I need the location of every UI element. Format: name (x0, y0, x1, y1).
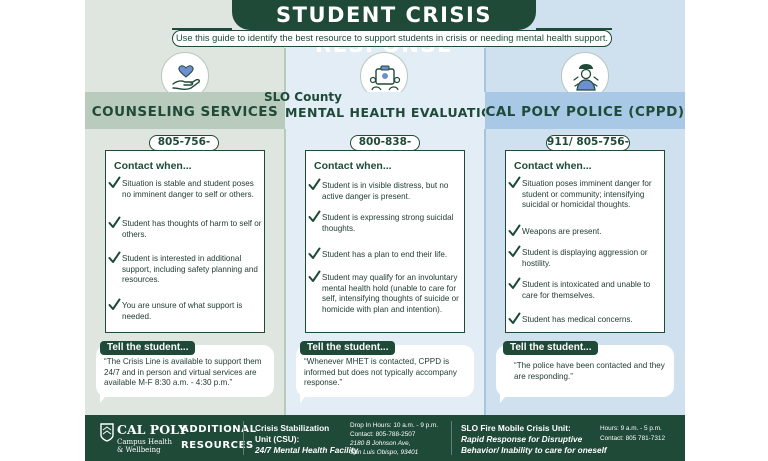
mhet-title-band: SLO County MENTAL HEALTH EVALUATION TEAM (264, 90, 550, 129)
additional-resources-label: ADDITIONAL (181, 424, 257, 435)
slo-fire-subtitle: Rapid Response for Disruptive (461, 434, 583, 444)
list-item: Situation is stable and student poses no… (108, 176, 264, 200)
checkmark-icon (508, 224, 521, 236)
slo-fire-contact[interactable]: Contact: 805 781-7312 (600, 435, 666, 442)
slo-fire-subtitle: Behavior/ Inability to care for oneself (461, 445, 607, 455)
police-title-band: CAL POLY POLICE (CPPD) (485, 92, 685, 129)
counseling-contact-card: Contact when... Situation is stable and … (105, 150, 265, 333)
bubble-tail (500, 391, 510, 403)
counseling-title: COUNSELING SERVICES (91, 104, 279, 120)
footer-brand: CAL POLY (117, 422, 187, 437)
footer-brand-sub: & Wellbeing (117, 446, 161, 454)
csu-title: Crisis Stabilization (255, 423, 330, 433)
mhet-title-top: SLO County (264, 90, 342, 104)
contact-when-label: Contact when... (514, 160, 592, 172)
page-title-tab: STUDENT CRISIS RESPONSE (232, 0, 536, 57)
police-badge-icon (573, 64, 599, 91)
list-item: Student is intoxicated and unable to car… (508, 277, 664, 301)
csu-address: San Luis Obispo, 93401 (350, 449, 419, 456)
contact-when-label: Contact when... (114, 160, 192, 172)
page-subtitle: Use this guide to identify the best reso… (172, 30, 612, 47)
list-item: Situation poses imminent danger for stud… (508, 176, 664, 211)
list-item: Student is in visible distress, but no a… (308, 178, 464, 202)
bubble-tail (300, 391, 310, 403)
csu-title: Unit (CSU): (255, 434, 300, 444)
mhet-contact-card: Contact when... Student is in visible di… (305, 150, 465, 333)
checkmark-icon (108, 298, 121, 310)
checkmark-icon (308, 178, 321, 190)
mhet-phone[interactable]: 800-838-1381 (350, 135, 420, 161)
list-item: Student is displaying aggression or host… (508, 245, 664, 269)
list-item: Student is interested in additional supp… (108, 251, 264, 286)
csu-hours: Drop In Hours: 10 a.m. - 9 p.m. (350, 422, 439, 429)
police-tell-label: Tell the student... (503, 341, 599, 355)
counseling-phone[interactable]: 805-756-2511 (149, 135, 219, 161)
slo-fire-title: SLO Fire Mobile Crisis Unit: (461, 423, 571, 433)
checkmark-icon (308, 247, 321, 259)
footer-resources: CAL POLY Campus Health & Wellbeing ADDIT… (85, 415, 685, 461)
heart-hand-icon (172, 65, 200, 91)
counseling-tell-label: Tell the student... (100, 341, 196, 355)
csu-address: 2180 B Johnson Ave, (350, 440, 411, 447)
mhet-title: MENTAL HEALTH EVALUATION TEAM (285, 105, 550, 120)
checkmark-icon (108, 176, 121, 188)
header-rule-right (536, 28, 612, 30)
checkmark-icon (308, 210, 321, 222)
list-item: Student has thoughts of harm to self or … (108, 216, 264, 240)
checkmark-icon (508, 277, 521, 289)
checkmark-icon (508, 312, 521, 324)
police-contact-card: Contact when... Situation poses imminent… (505, 150, 665, 333)
checkmark-icon (308, 270, 321, 282)
cal-poly-logo (100, 423, 114, 442)
checkmark-icon (108, 216, 121, 228)
bubble-tail (100, 391, 110, 403)
list-item: Weapons are present. (508, 224, 664, 238)
list-item: Student may qualify for an involuntary m… (308, 270, 464, 315)
csu-subtitle: 24/7 Mental Health Facility (255, 445, 359, 455)
footer-brand-sub: Campus Health (117, 438, 172, 446)
counseling-title-band: COUNSELING SERVICES (85, 92, 285, 129)
list-item: Student has medical concerns. (508, 312, 664, 326)
checkmark-icon (508, 176, 521, 188)
checkmark-icon (108, 251, 121, 263)
police-tell-text: “The police have been contacted and they… (514, 361, 665, 381)
list-item: You are unsure of what support is needed… (108, 298, 264, 322)
column-divider (484, 48, 486, 415)
column-divider (284, 48, 286, 415)
footer-divider (243, 421, 244, 455)
additional-resources-label: RESOURCES (181, 440, 254, 451)
police-phone[interactable]: 911/ 805-756-2281 (546, 135, 630, 161)
footer-divider (451, 421, 452, 455)
checkmark-icon (508, 245, 521, 257)
counseling-tell-text: “The Crisis Line is available to support… (104, 357, 262, 387)
police-title: CAL POLY POLICE (CPPD) (485, 104, 685, 120)
contact-when-label: Contact when... (314, 160, 392, 172)
list-item: Student is expressing strong suicidal th… (308, 210, 464, 234)
clipboard-team-icon (369, 65, 401, 91)
list-item: Student has a plan to end their life. (308, 247, 464, 261)
mhet-tell-text: “Whenever MHET is contacted, CPPD is inf… (304, 357, 457, 387)
slo-fire-hours: Hours: 9 a.m. - 5 p.m. (600, 425, 662, 432)
mhet-tell-label: Tell the student... (300, 341, 396, 355)
csu-contact[interactable]: Contact: 805-788-2507 (350, 431, 416, 438)
header-rule-left (172, 28, 232, 30)
